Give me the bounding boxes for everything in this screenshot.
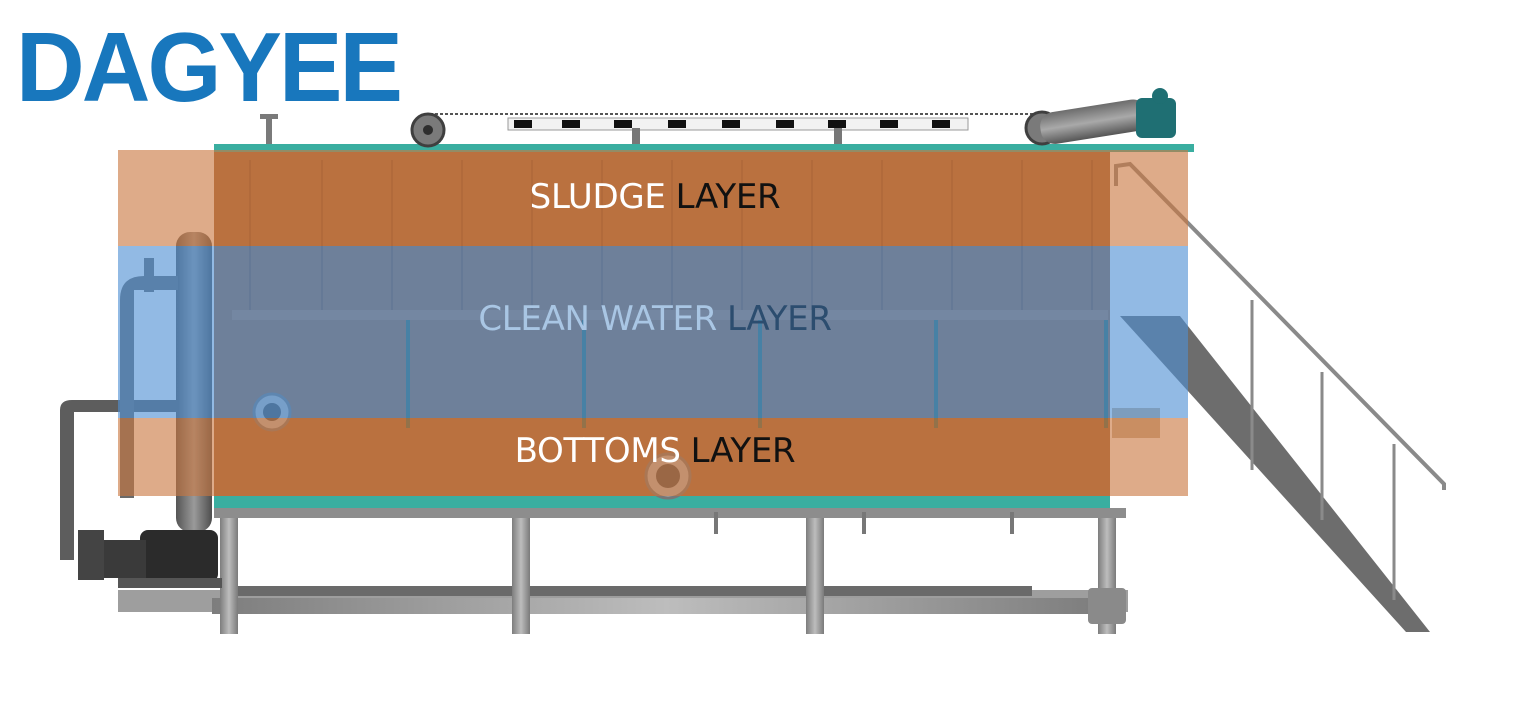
company-logo: DAGYEE: [16, 12, 403, 122]
bottoms-layer-band: [118, 418, 1188, 496]
sludge-layer-suffix: LAYER: [675, 177, 781, 217]
clean-water-layer-word: CLEAN WATER: [478, 299, 717, 339]
skimmer-assembly: [260, 88, 1176, 148]
clean-water-layer-suffix: LAYER: [726, 299, 832, 339]
drive-motor: [1136, 98, 1176, 138]
bottoms-layer-suffix: LAYER: [690, 431, 796, 471]
pump: [78, 530, 222, 588]
clean-water-layer-band: [118, 246, 1188, 418]
support-frame: [118, 508, 1128, 634]
sludge-layer-word: SLUDGE: [529, 177, 666, 217]
sludge-layer-band: [118, 150, 1188, 246]
bottoms-layer-word: BOTTOMS: [514, 431, 681, 471]
